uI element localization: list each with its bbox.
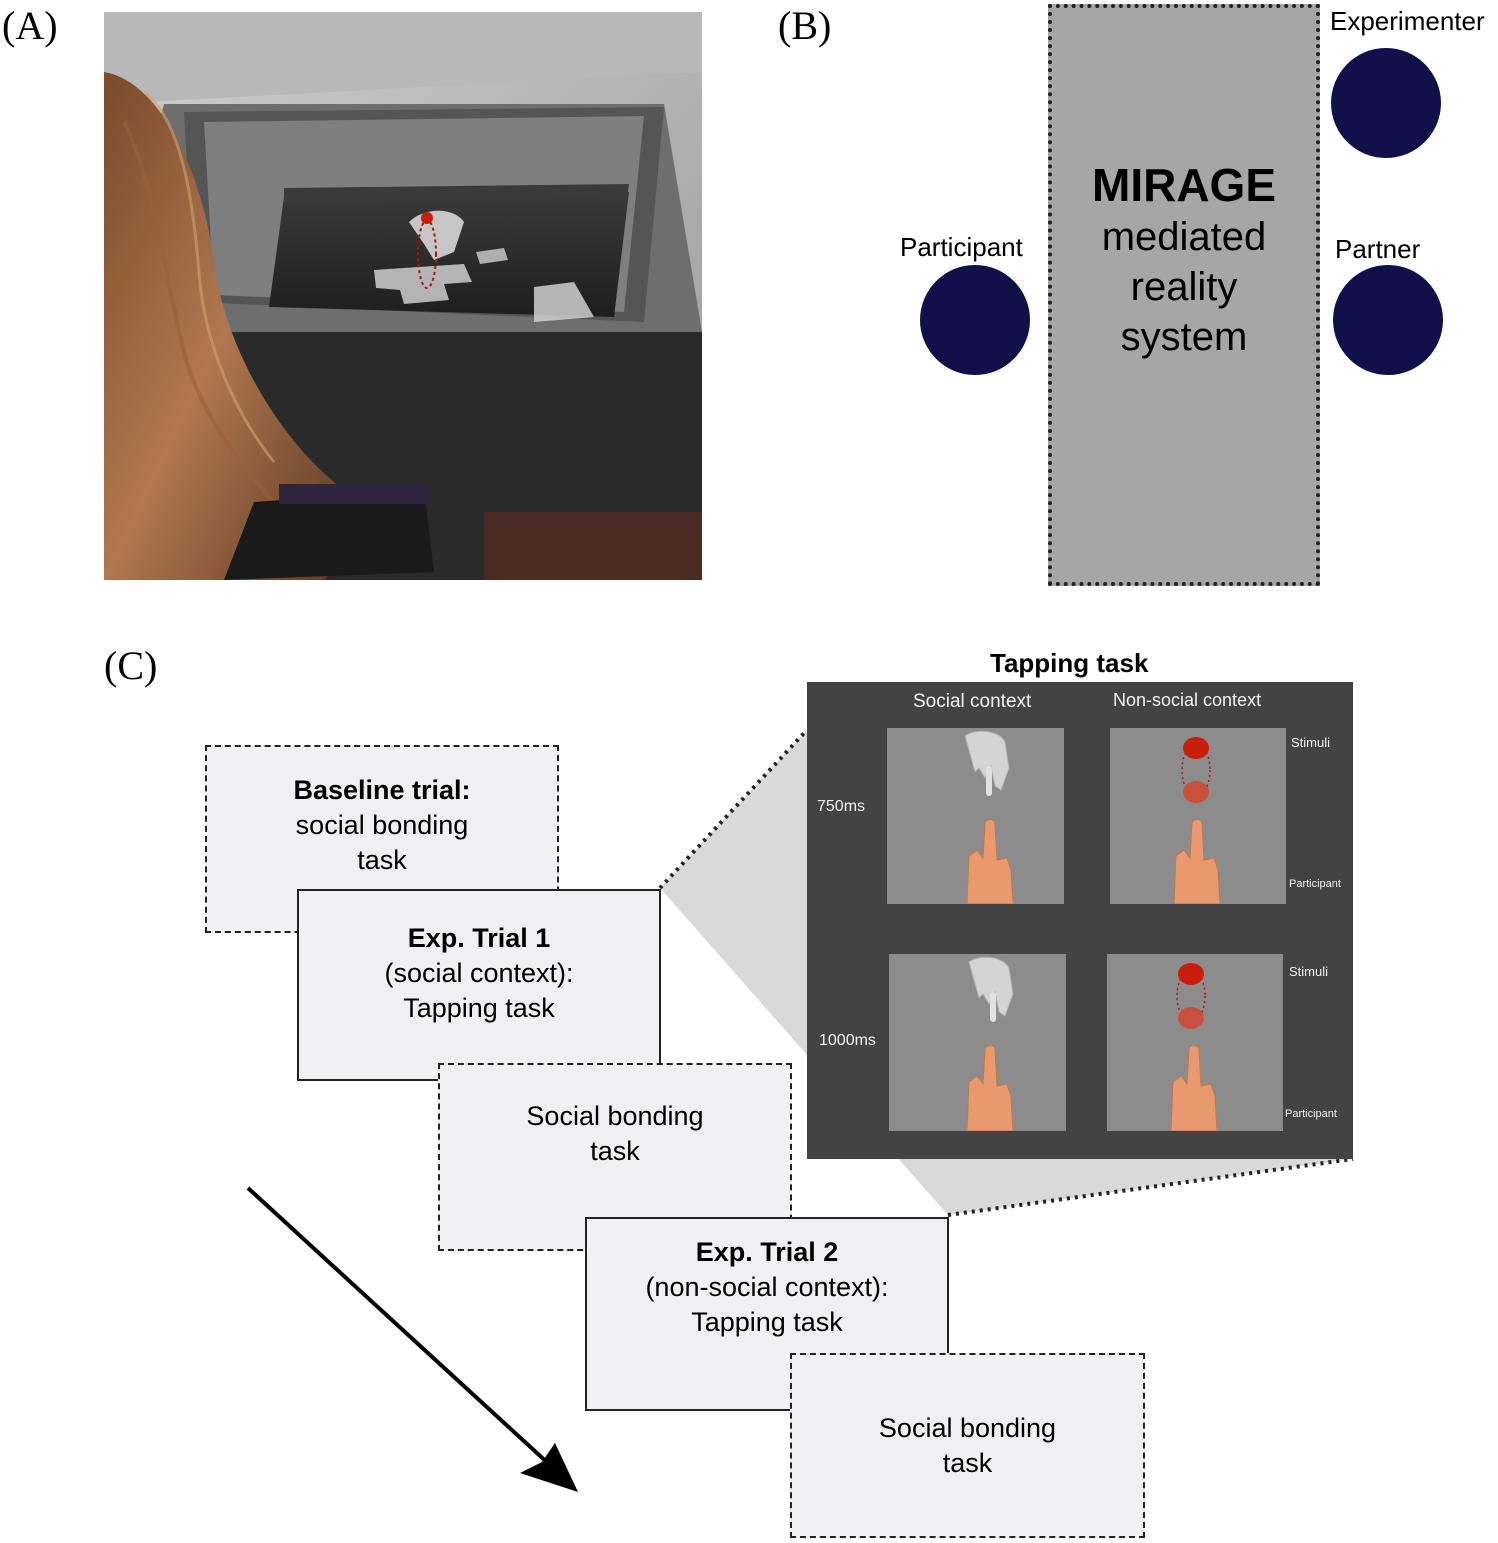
bond1-line-2: task (590, 1136, 640, 1166)
tapping-task-title: Tapping task (990, 648, 1149, 678)
exp2-title: Exp. Trial 2 (695, 1237, 839, 1267)
bond2-line-1: Social bonding (878, 1413, 1057, 1443)
exp2-line-2: Tapping task (691, 1307, 843, 1337)
col-social-label: Social context (913, 691, 1032, 712)
exp1-title: Exp. Trial 1 (407, 923, 551, 953)
row1-time-label: 750ms (817, 798, 866, 815)
system-line-2: reality (1130, 265, 1238, 309)
col-nonsocial-label: Non-social context (1113, 690, 1262, 710)
panel-label-b: (B) (778, 3, 832, 48)
row2-stimuli-label: Stimuli (1289, 964, 1329, 979)
experimenter-dot (1331, 48, 1441, 158)
baseline-line-2: task (357, 845, 407, 875)
exp2-line-1: (non-social context): (645, 1272, 889, 1302)
social-bonding-box-2: Social bonding task (790, 1353, 1145, 1538)
cell-nonsocial-750 (1110, 728, 1286, 905)
exp1-line-1: (social context): (384, 958, 574, 988)
participant-label: Participant (900, 232, 1023, 262)
time-arrow-icon (246, 1186, 578, 1492)
partner-label: Partner (1335, 234, 1421, 264)
system-line-3: system (1120, 315, 1248, 359)
bond2-line-2: task (942, 1448, 993, 1478)
cell-nonsocial-1000 (1107, 954, 1283, 1132)
exp1-line-2: Tapping task (403, 993, 555, 1023)
bond1-line-1: Social bonding (526, 1101, 704, 1131)
mirage-system-box: MIRAGE mediated reality system (1048, 4, 1320, 586)
panel-label-a: (A) (2, 3, 58, 48)
exp-trial-1-box: Exp. Trial 1 (social context): Tapping t… (297, 889, 661, 1081)
partner-dot (1333, 265, 1443, 375)
panel-label-c: (C) (104, 643, 158, 688)
experimenter-label: Experimenter (1330, 6, 1485, 36)
row1-participant-label: Participant (1289, 878, 1341, 890)
tapping-task-panel: Social context Non-social context 750ms … (807, 682, 1353, 1159)
row2-participant-label: Participant (1285, 1108, 1337, 1120)
row2-time-label: 1000ms (819, 1032, 876, 1049)
row1-stimuli-label: Stimuli (1291, 735, 1331, 750)
cell-social-1000 (889, 954, 1066, 1132)
baseline-title: Baseline trial: (293, 775, 471, 805)
system-line-1: mediated (1101, 215, 1267, 259)
cell-social-750 (887, 728, 1064, 905)
baseline-line-1: social bonding (295, 810, 469, 840)
participant-dot (920, 265, 1030, 375)
setup-photo (104, 12, 702, 580)
exp-trial-2-box: Exp. Trial 2 (non-social context): Tappi… (585, 1217, 949, 1411)
system-title: MIRAGE (1092, 159, 1276, 211)
